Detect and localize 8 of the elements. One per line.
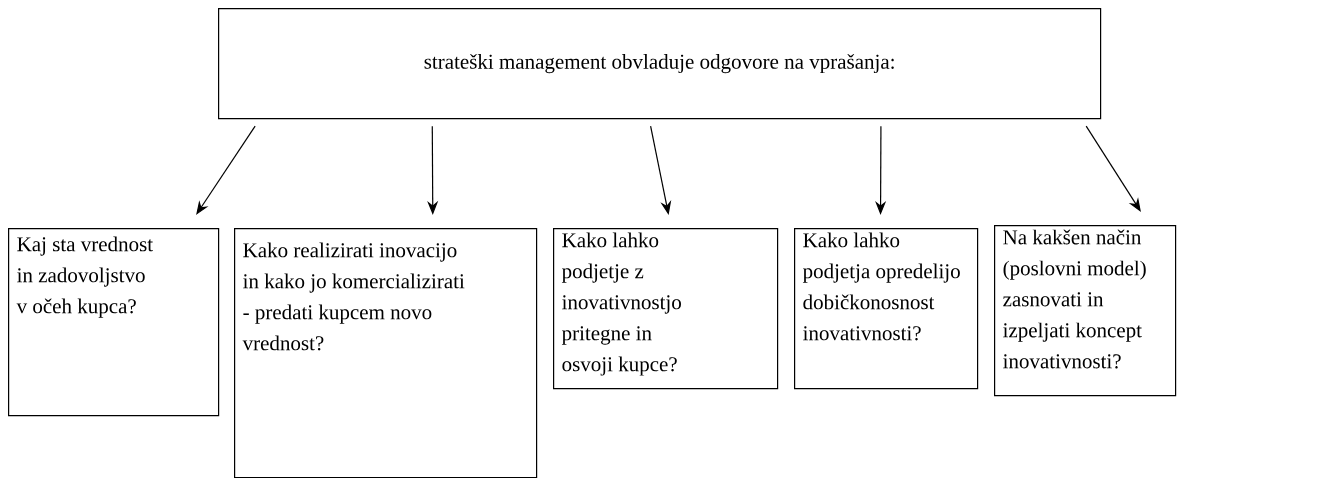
question-box: Na kakšen način (poslovni model) zasnovati in izpeljati koncept inovativnosti? [994,225,1177,397]
heading-box: strateški management obvladuje odgovore na vprašanja: [218,8,1102,120]
question-box: Kako realizirati inovacijo in kako jo komercializirati - predati kupcem novo vrednost? [234,228,538,478]
question-box: Kako lahko podjetje z inovativnostjo pritegne in osvoji kupce? [553,228,779,390]
question-box: Kaj sta vrednost in zadovoljstvo v očeh kupca? [8,228,220,417]
question-box: Kako lahko podjetja opredelijo dobičkonosnost inovativnosti? [794,228,979,390]
arrow [196,125,256,215]
arrow [1085,125,1141,212]
